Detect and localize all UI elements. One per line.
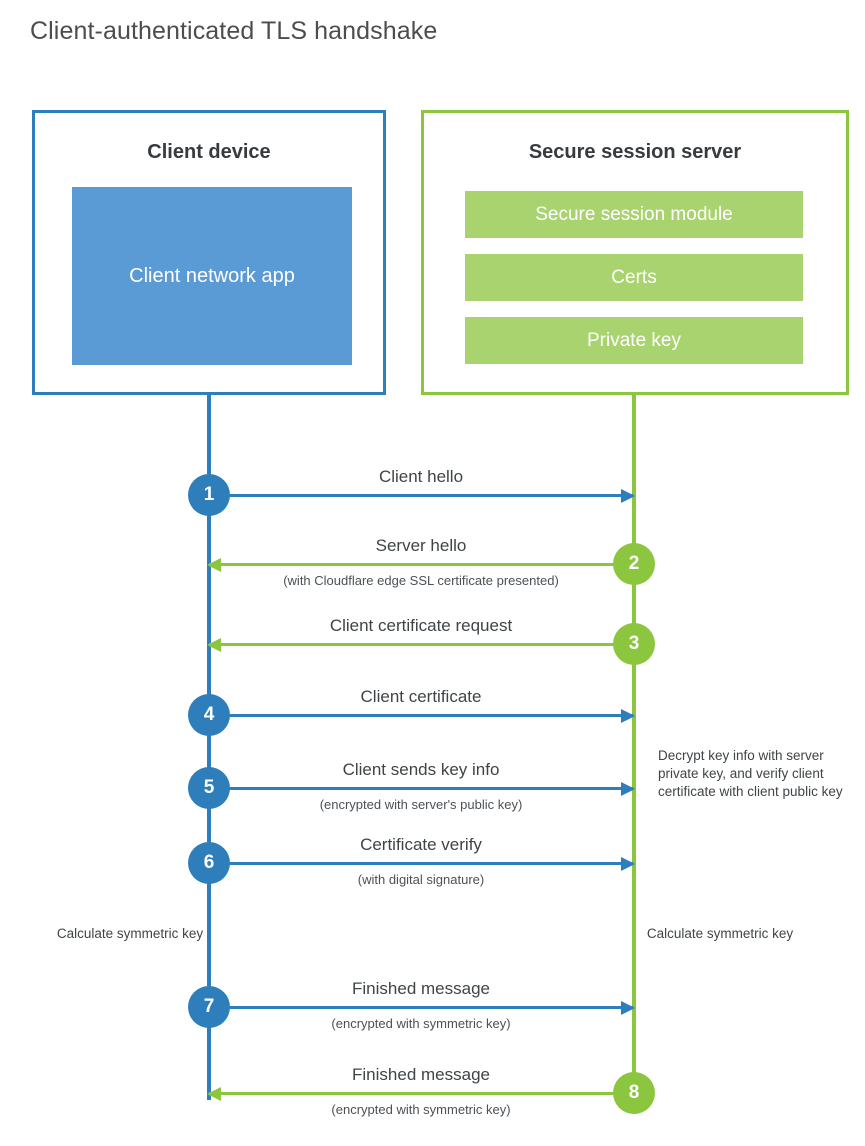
step-badge-6: 6 (188, 842, 230, 884)
client-device-box: Client device Client network app (32, 110, 386, 395)
step-6-arrow-line (209, 862, 633, 865)
step-2-sublabel: (with Cloudflare edge SSL certificate pr… (283, 573, 559, 588)
client-network-app-block: Client network app (72, 187, 352, 365)
step-badge-7: 7 (188, 986, 230, 1028)
secure-session-server-title: Secure session server (528, 141, 742, 163)
step-1-arrow-head-icon (621, 489, 635, 503)
step-badge-1: 1 (188, 474, 230, 516)
step-3-arrow-line (209, 643, 633, 646)
step-5-arrow-line (209, 787, 633, 790)
step-8-arrow-head-icon (207, 1087, 221, 1101)
step-4-arrow-head-icon (621, 709, 635, 723)
step-5-label: Client sends key info (342, 760, 500, 779)
step-3-label: Client certificate request (329, 616, 513, 635)
client-lifeline (207, 394, 211, 1100)
step-2-label: Server hello (375, 536, 467, 555)
step-4-label: Client certificate (360, 687, 482, 706)
step-7-label: Finished message (352, 979, 490, 998)
step-6-sublabel: (with digital signature) (357, 872, 485, 887)
server-lifeline (632, 394, 636, 1092)
server-component-secure-session-module: Secure session module (465, 191, 803, 238)
server-component-private-key: Private key (465, 317, 803, 364)
step-badge-8: 8 (613, 1072, 655, 1114)
step-badge-5: 5 (188, 767, 230, 809)
step-5-arrow-head-icon (621, 782, 635, 796)
step-8-arrow-line (209, 1092, 633, 1095)
step-6-arrow-head-icon (621, 857, 635, 871)
server-component-certs: Certs (465, 254, 803, 301)
secure-session-server-box: Secure session server Secure session mod… (421, 110, 849, 395)
page-title: Client-authenticated TLS handshake (30, 17, 438, 45)
step-badge-4: 4 (188, 694, 230, 736)
client-device-title: Client device (147, 141, 271, 163)
server-decrypt-note: Decrypt key info with server private key… (658, 748, 843, 799)
step-7-arrow-line (209, 1006, 633, 1009)
step-2-arrow-head-icon (207, 558, 221, 572)
step-3-arrow-head-icon (207, 638, 221, 652)
step-4-arrow-line (209, 714, 633, 717)
step-6-label: Certificate verify (360, 835, 482, 854)
step-1-label: Client hello (378, 467, 464, 486)
step-badge-3: 3 (613, 623, 655, 665)
step-1-arrow-line (209, 494, 633, 497)
step-7-arrow-head-icon (621, 1001, 635, 1015)
step-badge-2: 2 (613, 543, 655, 585)
client-calculate-symmetric-key-note: Calculate symmetric key (56, 926, 204, 941)
step-8-sublabel: (encrypted with symmetric key) (331, 1102, 511, 1117)
client-network-app-label: Client network app (129, 264, 295, 287)
step-5-sublabel: (encrypted with server's public key) (319, 797, 523, 812)
step-2-arrow-line (209, 563, 633, 566)
server-calculate-symmetric-key-note: Calculate symmetric key (646, 926, 794, 941)
step-8-label: Finished message (352, 1065, 490, 1084)
step-7-sublabel: (encrypted with symmetric key) (331, 1016, 511, 1031)
